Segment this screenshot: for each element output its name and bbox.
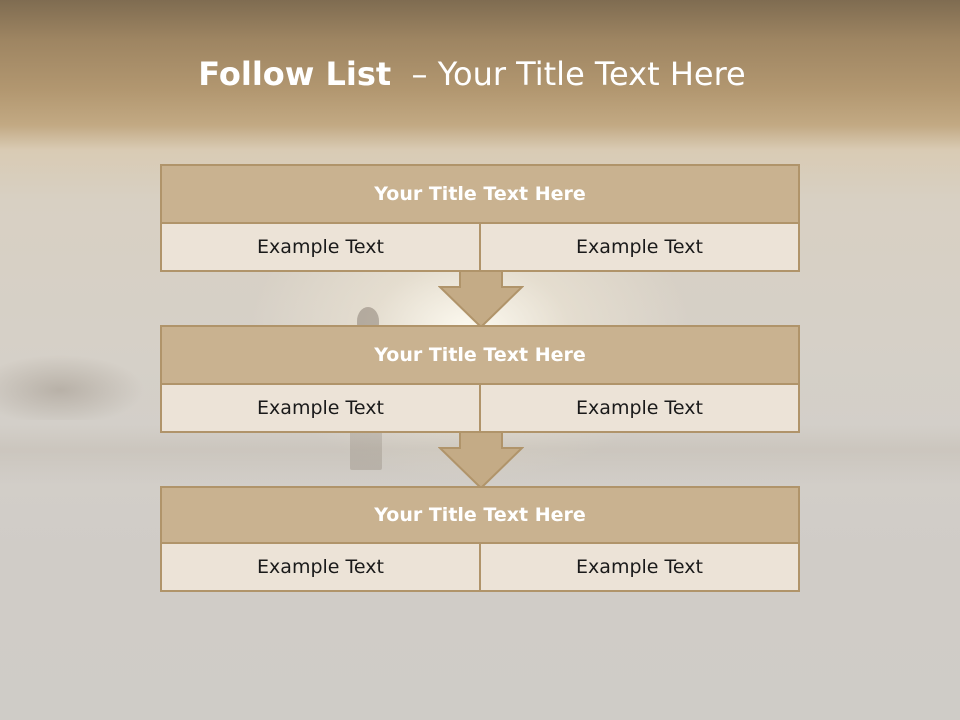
block-title: Your Title Text Here (162, 166, 798, 224)
block-title: Your Title Text Here (162, 327, 798, 385)
down-arrow-icon (438, 270, 524, 328)
list-block-1: Your Title Text Here Example Text Exampl… (160, 164, 800, 272)
block-cell-right: Example Text (479, 544, 798, 590)
block-cell-left: Example Text (257, 556, 384, 578)
block-title: Your Title Text Here (162, 488, 798, 544)
list-block-3: Your Title Text Here Example Text Exampl… (160, 486, 800, 592)
tree-silhouette (0, 340, 170, 420)
block-row: Example Text Example Text (162, 224, 798, 270)
slide-title: Follow List – Your Title Text Here (0, 55, 944, 93)
block-row: Example Text Example Text (162, 385, 798, 431)
block-cell-right: Example Text (479, 385, 798, 431)
block-cell-left: Example Text (257, 236, 384, 258)
slide-title-rest: – Your Title Text Here (391, 55, 746, 93)
block-row: Example Text Example Text (162, 544, 798, 590)
block-cell-right: Example Text (479, 224, 798, 270)
list-block-2: Your Title Text Here Example Text Exampl… (160, 325, 800, 433)
slide-title-bold: Follow List (198, 55, 392, 93)
down-arrow-icon (438, 431, 524, 489)
block-cell-left: Example Text (257, 397, 384, 419)
